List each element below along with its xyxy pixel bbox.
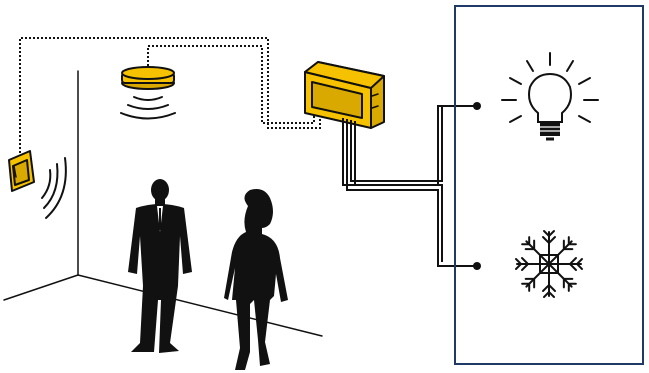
lightbulb-icon bbox=[528, 72, 572, 141]
ceiling-sensor-cable bbox=[147, 45, 315, 124]
sensor-cables bbox=[19, 37, 321, 157]
light-rays bbox=[501, 52, 599, 123]
climate-wire bbox=[346, 119, 476, 267]
room-outline bbox=[3, 70, 323, 337]
climate-terminal-dot bbox=[473, 262, 481, 270]
climate-wire-return bbox=[354, 121, 443, 262]
controlled-devices-panel bbox=[454, 5, 644, 365]
woman-silhouette-icon bbox=[224, 189, 288, 370]
light-terminal-dot bbox=[473, 102, 481, 110]
snowflake-icon bbox=[515, 230, 583, 298]
ceiling-sensor-waves bbox=[120, 96, 176, 120]
man-silhouette-icon bbox=[128, 179, 192, 353]
wall-sensor-icon bbox=[8, 150, 35, 192]
output-wiring bbox=[342, 102, 481, 270]
controller-module-icon bbox=[304, 61, 385, 129]
ceiling-sensor-icon bbox=[121, 66, 175, 90]
room-floor-left-line bbox=[3, 274, 79, 301]
room-floor-right-line bbox=[77, 274, 323, 337]
wall-sensor-waves bbox=[41, 157, 67, 219]
light-wire-return bbox=[350, 106, 443, 182]
wall-sensor-cable bbox=[19, 37, 321, 157]
